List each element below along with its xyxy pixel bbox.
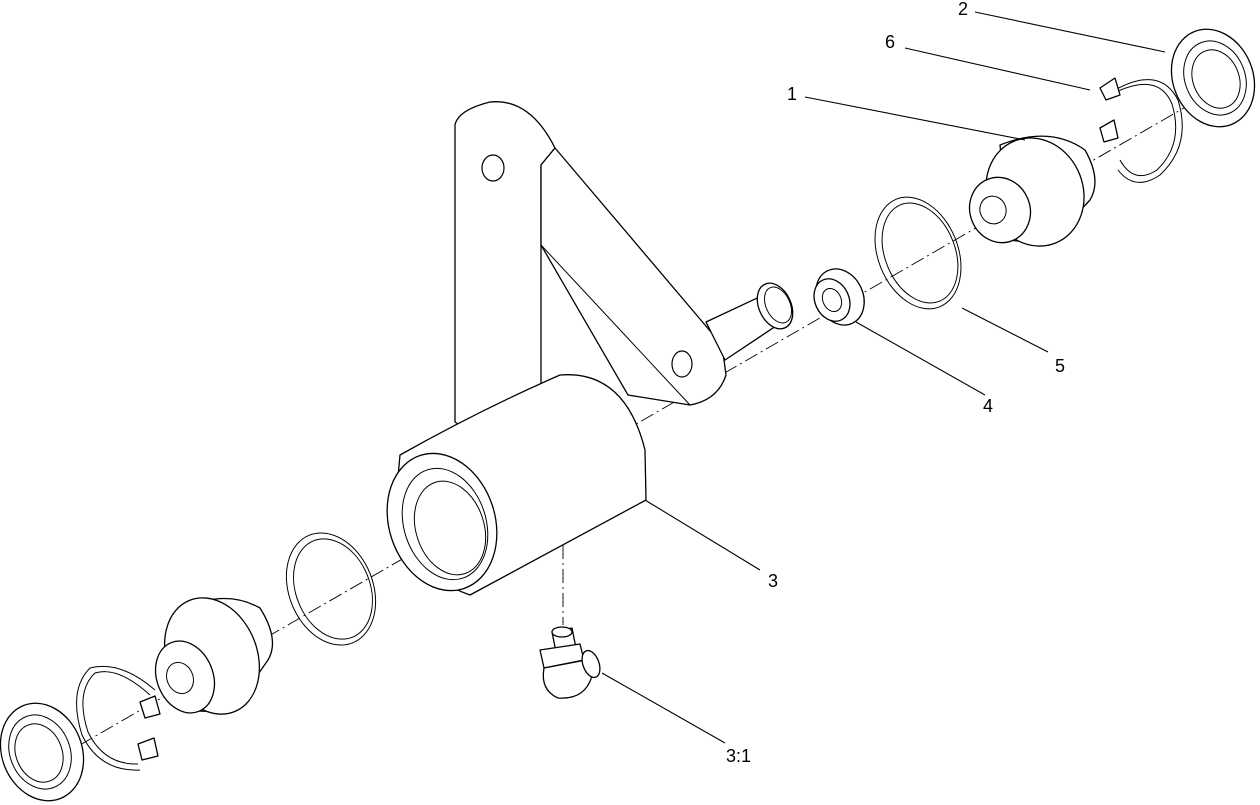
o-ring-left [285,532,377,646]
seal-left [0,702,85,802]
o-ring-right [874,196,962,310]
seal-right [1170,28,1256,128]
callout-3-1: 3:1 [726,746,751,766]
callout-4: 4 [983,396,993,416]
callout-2: 2 [958,0,968,19]
bushing-right [968,135,1096,247]
grease-fitting [539,626,601,699]
idler-arm [386,101,794,596]
callout-1: 1 [787,84,797,104]
bearing [813,268,865,326]
snap-ring-left [76,665,161,771]
callout-3: 3 [768,571,778,591]
callout-6: 6 [885,32,895,52]
leader-lines [601,11,1166,744]
snap-ring-right [1099,77,1183,183]
callout-5: 5 [1055,356,1065,376]
bushing-left [154,597,274,715]
